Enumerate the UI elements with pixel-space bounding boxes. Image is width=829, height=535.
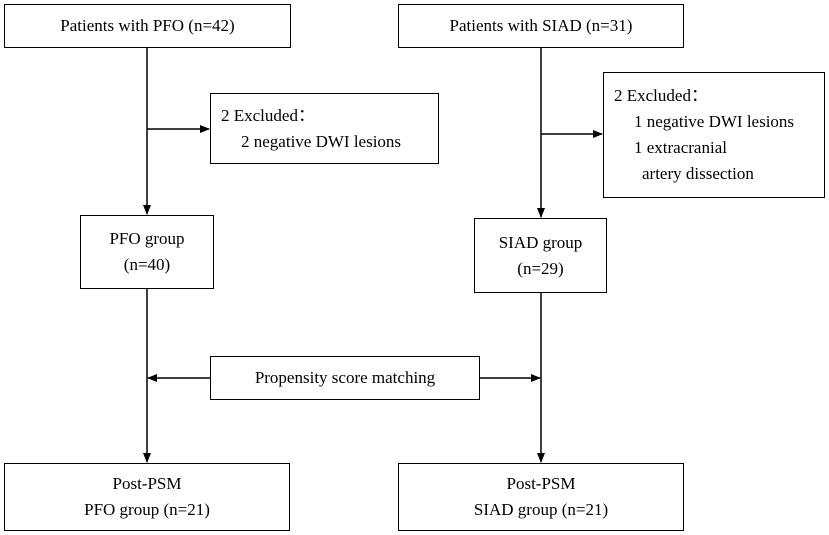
siad-post-psm-title: Post-PSM (506, 474, 576, 493)
pfo-excluded-title: 2 Excluded： (221, 105, 315, 125)
siad-group-box: SIAD group (n=29) (474, 218, 607, 293)
pfo-group-count: (n=40) (123, 255, 171, 274)
siad-group-label: SIAD group (498, 232, 583, 252)
siad-post-psm-box: Post-PSM SIAD group (n=21) (398, 463, 684, 531)
siad-excluded-item: artery dissection (642, 164, 754, 183)
siad-post-psm-count: SIAD group (n=21) (473, 500, 609, 519)
pfo-patients-box: Patients with PFO (n=42) (4, 4, 291, 48)
pfo-post-psm-box: Post-PSM PFO group (n=21) (4, 463, 290, 531)
pfo-patients-label: Patients with PFO (n=42) (60, 16, 235, 35)
siad-excluded-item: 1 extracranial (634, 138, 727, 157)
siad-group-count: (n=29) (517, 258, 564, 278)
pfo-post-psm-count: PFO group (n=21) (84, 500, 210, 519)
psm-box: Propensity score matching (210, 356, 480, 400)
pfo-group-box: PFO group (n=40) (80, 215, 214, 289)
pfo-excluded-box: 2 Excluded： 2 negative DWI lesions (210, 93, 439, 164)
siad-excluded-item: 1 negative DWI lesions (634, 112, 795, 131)
siad-excluded-box: 2 Excluded： 1 negative DWI lesions 1 ext… (603, 72, 825, 198)
psm-label: Propensity score matching (254, 368, 436, 387)
siad-excluded-title: 2 Excluded： (614, 86, 708, 105)
pfo-excluded-item: 2 negative DWI lesions (241, 131, 402, 151)
siad-patients-label: Patients with SIAD (n=31) (449, 16, 633, 35)
siad-patients-box: Patients with SIAD (n=31) (398, 4, 684, 48)
pfo-group-label: PFO group (109, 229, 185, 248)
pfo-post-psm-title: Post-PSM (112, 474, 182, 493)
